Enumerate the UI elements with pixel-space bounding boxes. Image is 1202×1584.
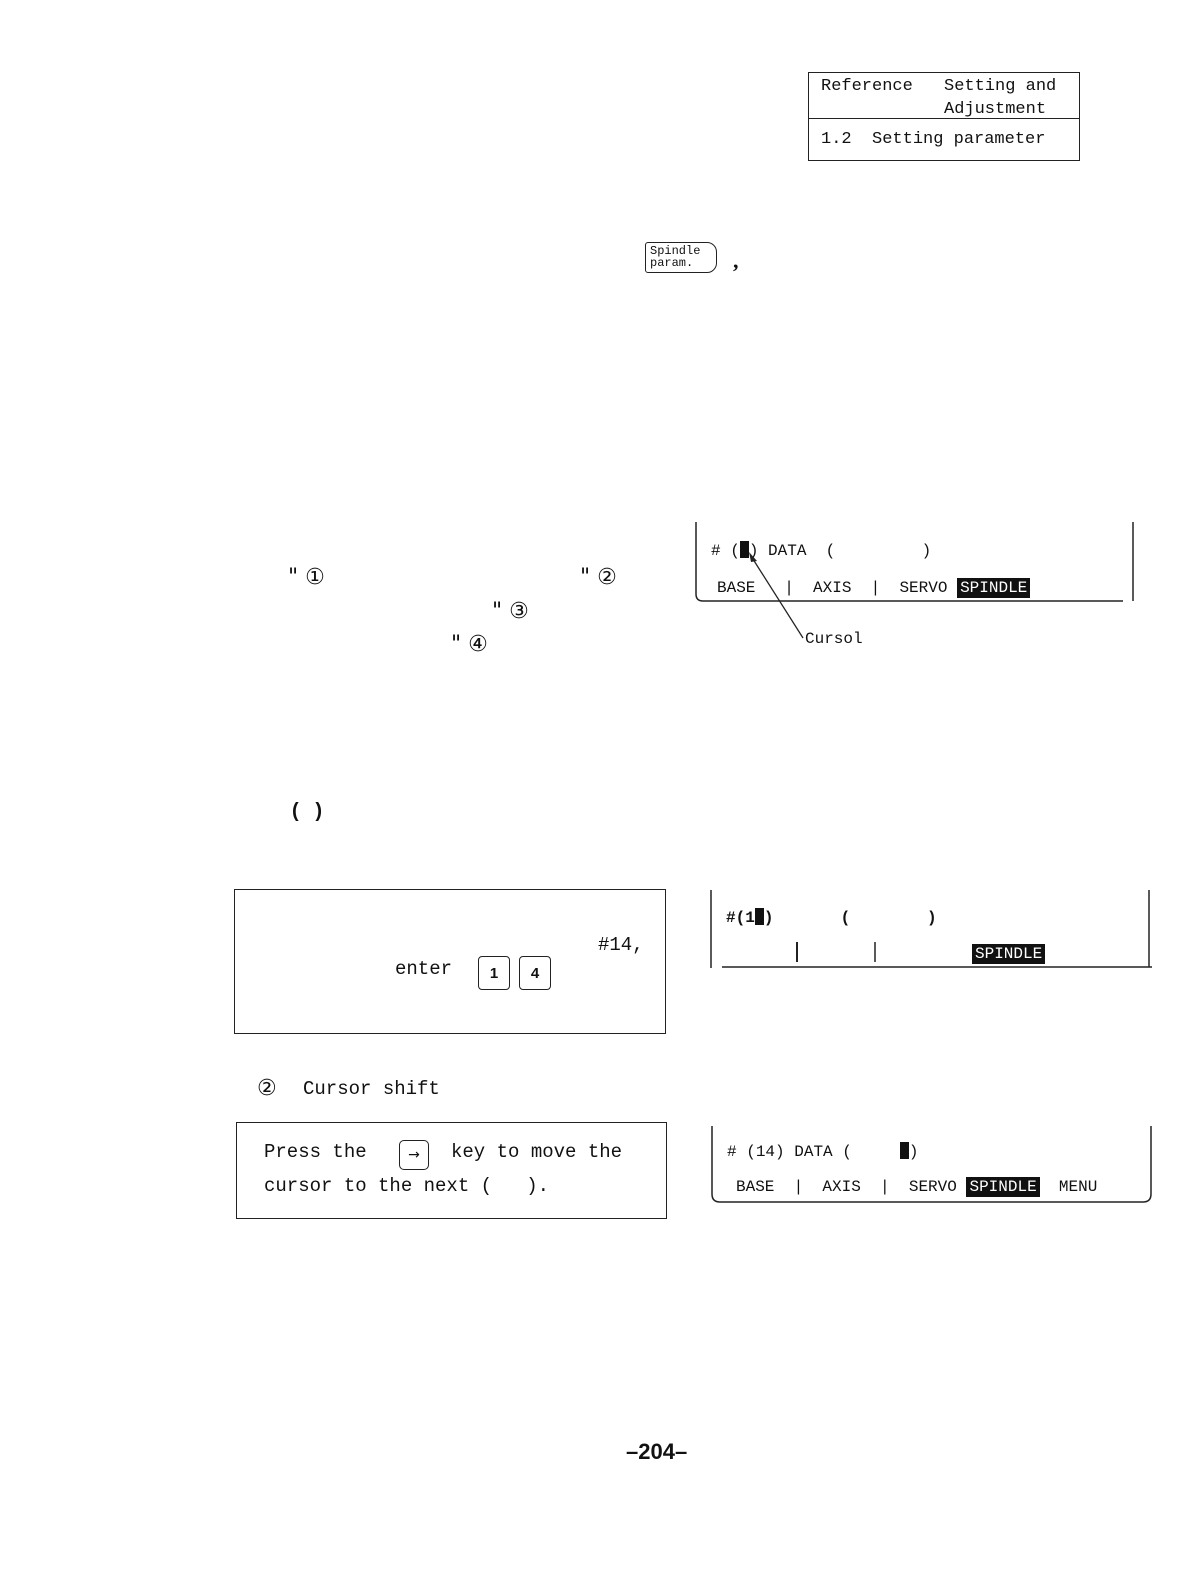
key-1: 1 <box>478 956 510 990</box>
step1-enter-label: enter <box>395 958 453 980</box>
step2-after-key: key to move the <box>451 1141 623 1163</box>
screen-1-menu-servo: SERVO <box>899 579 948 597</box>
screen-2-cursor <box>754 908 764 925</box>
screen-2-header: #(1) ( ) <box>726 908 937 927</box>
screen-3-frame <box>711 1126 1152 1203</box>
screen-1-cursor <box>739 541 749 558</box>
reference-heading: Setting and Adjustment <box>944 75 1079 121</box>
screen-2-frame <box>710 890 1152 968</box>
screen-1-menu-spindle: SPINDLE <box>957 578 1031 598</box>
screen-1-header: # () DATA ( ) <box>711 541 932 560</box>
reference-heading-line1: Setting and <box>944 77 1057 96</box>
spindle-key-comma: , <box>733 248 739 273</box>
screen-1-menu-base: BASE <box>717 579 756 597</box>
screen-2-menu-spindle: SPINDLE <box>972 944 1046 964</box>
screen-3-hash: # <box>727 1143 737 1161</box>
step2-press: Press the <box>264 1141 367 1163</box>
screen-3-menu-base: BASE <box>736 1178 775 1196</box>
key-4: 4 <box>519 956 551 990</box>
screen-2-paren: ( ) <box>840 909 937 927</box>
paren-text: ( ) <box>292 800 322 822</box>
step1-box: #14, enter 1 4 <box>234 889 666 1034</box>
right-arrow-key-icon: → <box>399 1140 429 1170</box>
screen-2-menu: SPINDLE <box>972 944 1046 964</box>
screen-3-cursor <box>899 1142 909 1159</box>
step2-marker: ② <box>257 1076 277 1101</box>
screen-1-frame <box>695 522 1134 602</box>
spindle-param-key: Spindle param. <box>645 242 717 273</box>
marker-2: " ② <box>580 565 617 590</box>
screen-3-menu-menu: MENU <box>1058 1178 1098 1196</box>
screen-1-hash: # <box>711 542 721 560</box>
screen-3-menu-servo: SERVO <box>908 1178 957 1196</box>
crt-screen-1: # () DATA ( ) BASE | AXIS | SERVO SPINDL… <box>695 522 1135 602</box>
screen-1-menu-axis: AXIS <box>813 579 852 597</box>
screen-3-header: # (14) DATA ( ) <box>727 1142 919 1161</box>
spindle-key-line1: Spindle <box>650 244 701 258</box>
step2-title: Cursor shift <box>303 1078 440 1100</box>
reference-label: Reference <box>821 77 913 96</box>
step1-line1: #14, <box>598 934 644 956</box>
screen-1-data-label: DATA <box>768 542 807 560</box>
step2-box: Press the → key to move the cursor to th… <box>236 1122 667 1219</box>
reference-section: 1.2 Setting parameter <box>821 130 1046 149</box>
reference-box: Reference Setting and Adjustment 1.2 Set… <box>808 72 1080 161</box>
spindle-key-line2: param. <box>650 256 694 270</box>
screen-3-menu-axis: AXIS <box>822 1178 861 1196</box>
page-number: –204– <box>626 1439 688 1464</box>
screen-2-close: ) <box>763 909 774 927</box>
screen-3-number: (14) <box>746 1143 785 1161</box>
screen-2-hash: #(1 <box>726 909 755 927</box>
screen-3-menu: BASE | AXIS | SERVO SPINDLE MENU <box>736 1177 1098 1197</box>
marker-1: " ① <box>288 565 325 590</box>
crt-screen-2: #(1) ( ) SPINDLE <box>710 890 1152 970</box>
screen-1-menu: BASE | AXIS | SERVO SPINDLE <box>717 578 1031 598</box>
crt-screen-3: # (14) DATA ( ) BASE | AXIS | SERVO SPIN… <box>711 1126 1153 1206</box>
marker-3: " ③ <box>492 599 529 624</box>
reference-heading-line2: Adjustment <box>944 100 1047 119</box>
screen-3-data-label: DATA <box>794 1143 833 1161</box>
marker-4: " ④ <box>451 632 488 657</box>
step2-line2: cursor to the next ( ). <box>264 1175 550 1197</box>
cursor-caption: Cursol <box>805 630 863 648</box>
cursor-arrow <box>749 552 804 639</box>
screen-3-menu-spindle: SPINDLE <box>966 1177 1040 1197</box>
